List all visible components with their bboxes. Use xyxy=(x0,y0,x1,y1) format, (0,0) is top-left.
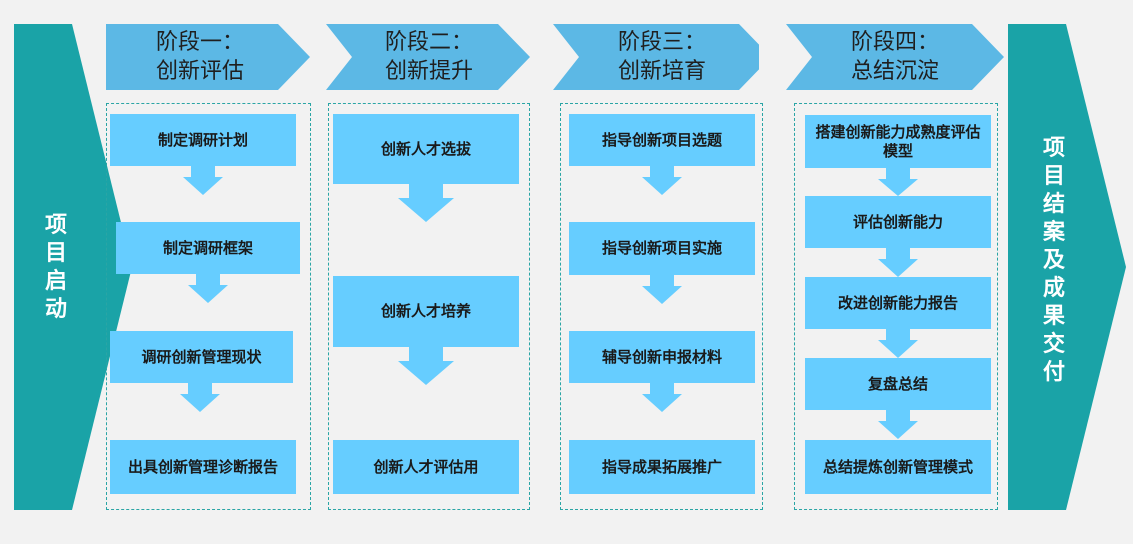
stage-3-arrow-1 xyxy=(642,166,682,195)
stage-3-step-1: 指导创新项目选题 xyxy=(569,114,755,166)
stage-4-arrow-4 xyxy=(878,410,918,439)
stage-2-title-line1: 阶段二： xyxy=(384,30,473,55)
stage-4-step-2: 评估创新能力 xyxy=(805,196,991,248)
stage-2-step-3: 创新人才评估用 xyxy=(333,440,519,494)
stage-2-step-2: 创新人才培养 xyxy=(333,276,519,347)
stage-2-header: 阶段二： 创新提升 xyxy=(326,24,532,90)
stage-3-arrow-3 xyxy=(642,383,682,412)
stage-4-step-4: 复盘总结 xyxy=(805,358,991,410)
stage-3-box xyxy=(560,103,763,510)
stage-1-arrow-1 xyxy=(183,166,223,195)
stage-4-step-5: 总结提炼创新管理模式 xyxy=(805,440,991,494)
stage-4-title-line2: 总结沉淀 xyxy=(850,59,939,84)
stage-4-header: 阶段四： 总结沉淀 xyxy=(786,24,1004,90)
stage-4-arrow-3 xyxy=(878,329,918,358)
stage-3-arrow-2 xyxy=(642,275,682,304)
stage-2-arrow-1 xyxy=(398,184,454,222)
stage-1-step-2: 制定调研框架 xyxy=(116,222,300,274)
stage-1-header: 阶段一： 创新评估 xyxy=(106,24,312,90)
stage-3-step-4: 指导成果拓展推广 xyxy=(569,440,755,494)
stage-1-step-3: 调研创新管理现状 xyxy=(110,331,293,383)
stage-3-title-line2: 创新培育 xyxy=(617,59,706,84)
project-start-arrow xyxy=(14,24,132,510)
project-start-label: 项目启动 xyxy=(44,213,67,322)
stage-1-step-1: 制定调研计划 xyxy=(110,114,296,166)
stage-1-box xyxy=(106,103,311,510)
stage-4-arrow-2 xyxy=(878,248,918,277)
stage-1-arrow-3 xyxy=(180,383,220,412)
stage-1-title-line1: 阶段一： xyxy=(155,30,244,55)
stage-1-arrow-2 xyxy=(188,274,228,303)
stage-2-step-1: 创新人才选拔 xyxy=(333,114,519,184)
stage-4-arrow-1 xyxy=(878,168,918,196)
stage-2-arrow-2 xyxy=(398,347,454,385)
stage-3-step-3: 辅导创新申报材料 xyxy=(569,331,755,383)
stage-3-step-2: 指导创新项目实施 xyxy=(569,222,755,275)
project-end-label: 项目结案及成果交付 xyxy=(1042,136,1065,385)
stage-4-step-3: 改进创新能力报告 xyxy=(805,277,991,329)
stage-1-step-4: 出具创新管理诊断报告 xyxy=(110,440,296,494)
stage-4-box xyxy=(794,103,998,510)
stage-3-title-line1: 阶段三： xyxy=(617,30,706,55)
stage-3-header: 阶段三： 创新培育 xyxy=(553,24,759,90)
stage-2-title-line2: 创新提升 xyxy=(384,59,473,84)
stage-1-title-line2: 创新评估 xyxy=(155,59,244,84)
stage-4-title-line1: 阶段四： xyxy=(850,30,939,55)
stage-4-step-1: 搭建创新能力成熟度评估模型 xyxy=(805,115,991,168)
project-end-arrow xyxy=(1008,24,1126,510)
stage-2-box xyxy=(328,103,530,510)
